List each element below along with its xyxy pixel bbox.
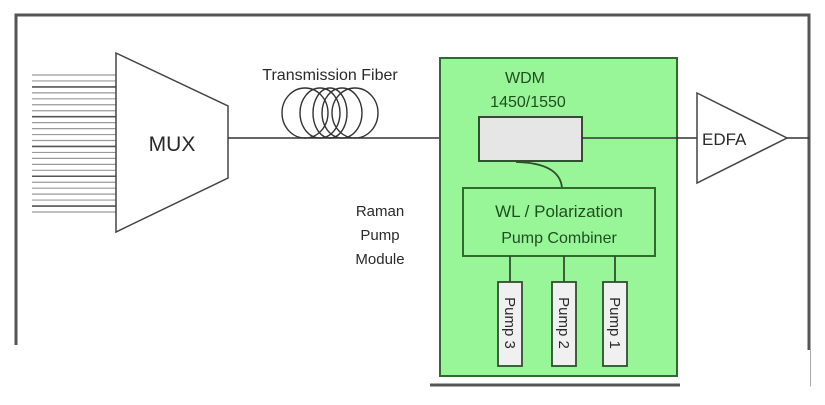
pump-2-label: Pump 2	[555, 297, 572, 349]
input-channel-lines	[32, 74, 116, 213]
svg-text:Raman: Raman	[356, 203, 404, 220]
wdm-wavelength-label: 1450/1550	[490, 94, 566, 111]
fiber-label: Transmission Fiber	[262, 67, 398, 84]
pump-feed-line	[515, 161, 563, 189]
edfa-label: EDFA	[702, 130, 747, 149]
svg-text:Module: Module	[355, 251, 404, 268]
pump-2: Pump 2	[551, 256, 577, 367]
pump-3-label: Pump 3	[501, 297, 518, 349]
whiteout-patch-right	[680, 350, 810, 392]
wdm-coupler	[478, 116, 583, 162]
pump-1-label: Pump 1	[606, 297, 623, 349]
whiteout-patch-left	[10, 345, 430, 393]
pump-combiner	[462, 187, 656, 257]
pump-1: Pump 1	[602, 256, 628, 367]
pump-3: Pump 3	[497, 256, 523, 367]
fiber-coil-icon	[281, 87, 379, 139]
wdm-label: WDM	[505, 70, 545, 87]
combiner-label-line-1: WL / Polarization	[495, 202, 623, 221]
mux-label: MUX	[149, 133, 196, 156]
mux-block	[115, 51, 229, 234]
raman-module-label: Raman Pump Module	[355, 203, 404, 268]
edfa-amplifier	[696, 91, 789, 185]
combiner-label-line-2: Pump Combiner	[501, 230, 617, 247]
svg-text:Pump: Pump	[360, 227, 399, 244]
